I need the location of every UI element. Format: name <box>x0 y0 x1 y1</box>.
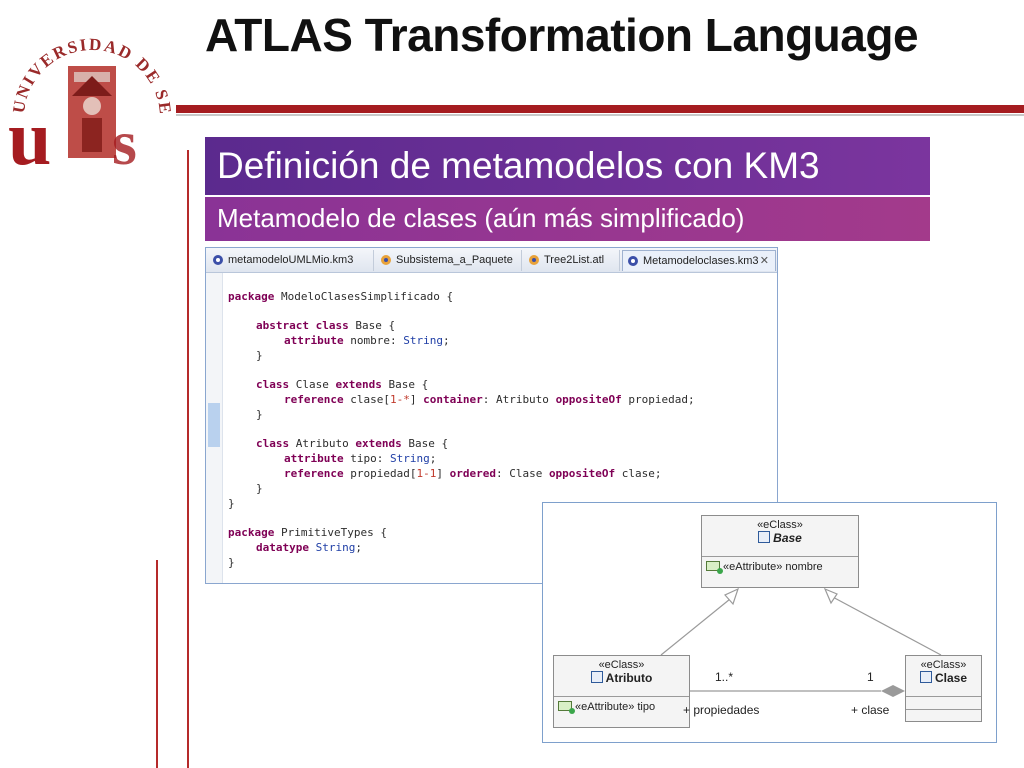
slide-title: ATLAS Transformation Language <box>205 9 919 61</box>
class-attribute: «eAttribute» tipo <box>558 701 655 714</box>
uml-class-base[interactable]: «eClass» Base «eAttribute» nombre <box>701 515 859 588</box>
tab-label: Metamodeloclases.km3 <box>643 255 759 267</box>
atl-file-icon <box>529 255 539 265</box>
eattribute-icon <box>706 561 723 574</box>
class-name: Clase <box>906 671 981 685</box>
code-line: } <box>228 556 235 569</box>
class-separator <box>554 696 689 697</box>
section-header: Definición de metamodelos con KM3 <box>205 137 930 195</box>
tab-label: Subsistema_a_Paquete <box>396 254 513 266</box>
code-line: attribute tipo: String; <box>284 452 437 465</box>
left-vertical-line-short <box>156 560 158 768</box>
tab-metamodeloclases[interactable]: Metamodeloclases.km3 ✕ <box>622 250 776 271</box>
atl-file-icon <box>381 255 391 265</box>
code-line: } <box>256 349 263 362</box>
tab-tree2list[interactable]: Tree2List.atl <box>524 250 620 271</box>
role-clase: + clase <box>851 703 890 717</box>
role-propiedades: + propiedades <box>683 703 760 717</box>
tab-label: metamodeloUMLMio.km3 <box>228 254 354 266</box>
code-line: attribute nombre: String; <box>284 334 450 347</box>
class-stereotype: «eClass» <box>920 659 967 671</box>
code-line: reference clase[1-*] container: Atributo… <box>284 393 695 406</box>
title-rule-shadow <box>176 114 1024 116</box>
class-name: Base <box>702 531 858 545</box>
class-stereotype: «eClass» <box>598 659 645 671</box>
class-separator <box>906 696 981 697</box>
uml-connectors <box>660 587 942 697</box>
code-line: abstract class Base { <box>256 319 396 332</box>
eclass-icon <box>758 531 771 543</box>
tab-metamodelo-uml[interactable]: metamodeloUMLMio.km3 <box>208 250 374 271</box>
tab-subsistema-a-paquete[interactable]: Subsistema_a_Paquete <box>376 250 522 271</box>
code-line: } <box>256 482 263 495</box>
code-line: } <box>228 497 235 510</box>
multiplicity-left: 1..* <box>715 670 734 684</box>
class-separator <box>702 556 858 557</box>
km3-file-icon <box>213 255 223 265</box>
class-name: Atributo <box>554 671 689 685</box>
multiplicity-right: 1 <box>867 670 874 684</box>
class-separator <box>906 709 981 710</box>
code-line: package PrimitiveTypes { <box>228 526 387 539</box>
svg-text:u: u <box>8 94 51 168</box>
uml-class-atributo[interactable]: «eClass» Atributo «eAttribute» tipo <box>553 655 690 728</box>
editor-tab-bar: metamodeloUMLMio.km3 Subsistema_a_Paquet… <box>206 248 777 273</box>
eattribute-icon <box>558 701 575 714</box>
code-line: class Atributo extends Base { <box>256 437 449 450</box>
editor-ruler <box>206 273 223 583</box>
university-logo: UNIVERSIDAD DE SEVILLA u s <box>0 0 174 181</box>
code-line: package ModeloClasesSimplificado { <box>228 290 454 303</box>
code-line: reference propiedad[1-1] ordered: Clase … <box>284 467 662 480</box>
eclass-icon <box>590 671 603 683</box>
code-line: class Clase extends Base { <box>256 378 429 391</box>
section-subheader: Metamodelo de clases (aún más simplifica… <box>205 197 930 241</box>
code-line: } <box>256 408 263 421</box>
uml-class-clase[interactable]: «eClass» Clase <box>905 655 982 722</box>
tab-label: Tree2List.atl <box>544 254 605 266</box>
university-seal-icon: UNIVERSIDAD DE SEVILLA u s <box>0 0 173 181</box>
code-line: datatype String; <box>256 541 362 554</box>
svg-text:s: s <box>112 107 137 168</box>
close-icon[interactable]: ✕ <box>759 255 769 267</box>
class-stereotype: «eClass» <box>757 519 803 531</box>
class-attribute: «eAttribute» nombre <box>706 561 823 574</box>
eclass-icon <box>919 671 932 683</box>
uml-class-diagram: «eClass» Base «eAttribute» nombre «eClas… <box>542 502 997 743</box>
editor-body[interactable]: package ModeloClasesSimplificado { abstr… <box>206 273 777 583</box>
code-editor: metamodeloUMLMio.km3 Subsistema_a_Paquet… <box>205 247 778 584</box>
km3-file-icon <box>628 256 638 266</box>
title-rule <box>176 105 1024 113</box>
ruler-marker <box>208 403 220 447</box>
left-vertical-line <box>187 150 189 768</box>
